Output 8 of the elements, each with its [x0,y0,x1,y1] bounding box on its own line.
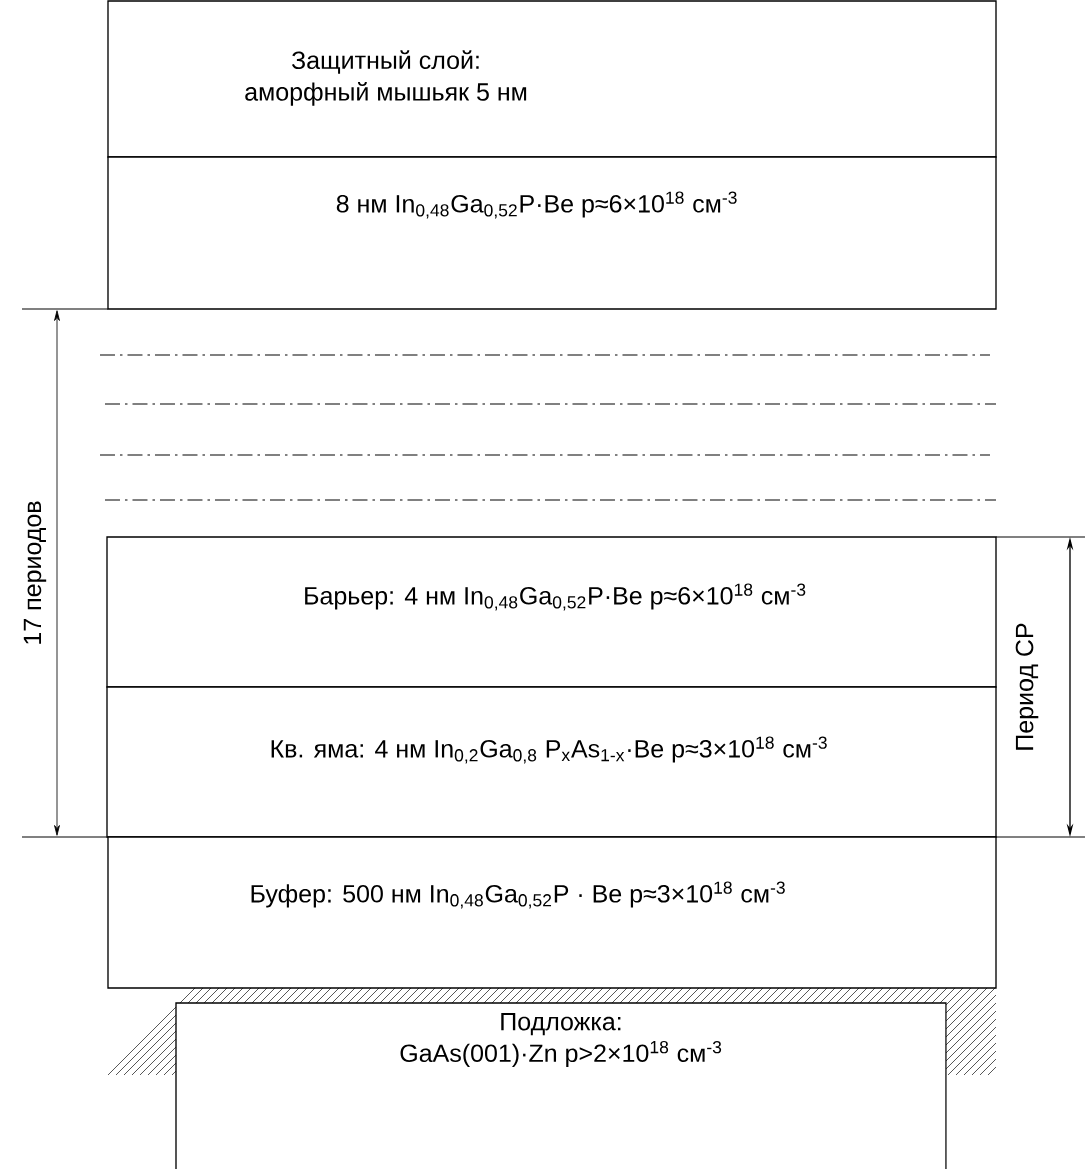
substrate-layer: Подложка: GaAs(001)·Zn p>2×10$^{18}$ см$^{-3}$ [175,1002,947,1169]
dimension-label: Период СР [1012,619,1042,755]
layer-box: Защитный слой: аморфный мышьяк 5 нм [107,0,997,158]
dimension-label: 17 периодов [20,497,50,649]
layer-box: Барьер: 4 нм In$_{0,48}$Ga$_{0,52}$P·Be p≈6×10$^{18}$ см$^{-3}$ [106,536,997,688]
layer-box: 8 нм In$_{0,48}$Ga$_{0,52}$P·Be p≈6×10$^{18}$ см$^{-3}$ [107,156,997,310]
layer-box: Кв. яма: 4 нм In$_{0,2}$Ga$_{0,8}$ P$_{x}$As$_{1-x}$·Be p≈3×10$^{18}$ см$^{-3}$ [106,686,997,838]
layer-box: Буфер: 500 нм In$_{0,48}$Ga$_{0,52}$P · Be p≈3×10$^{18}$ см$^{-3}$ [107,836,997,989]
